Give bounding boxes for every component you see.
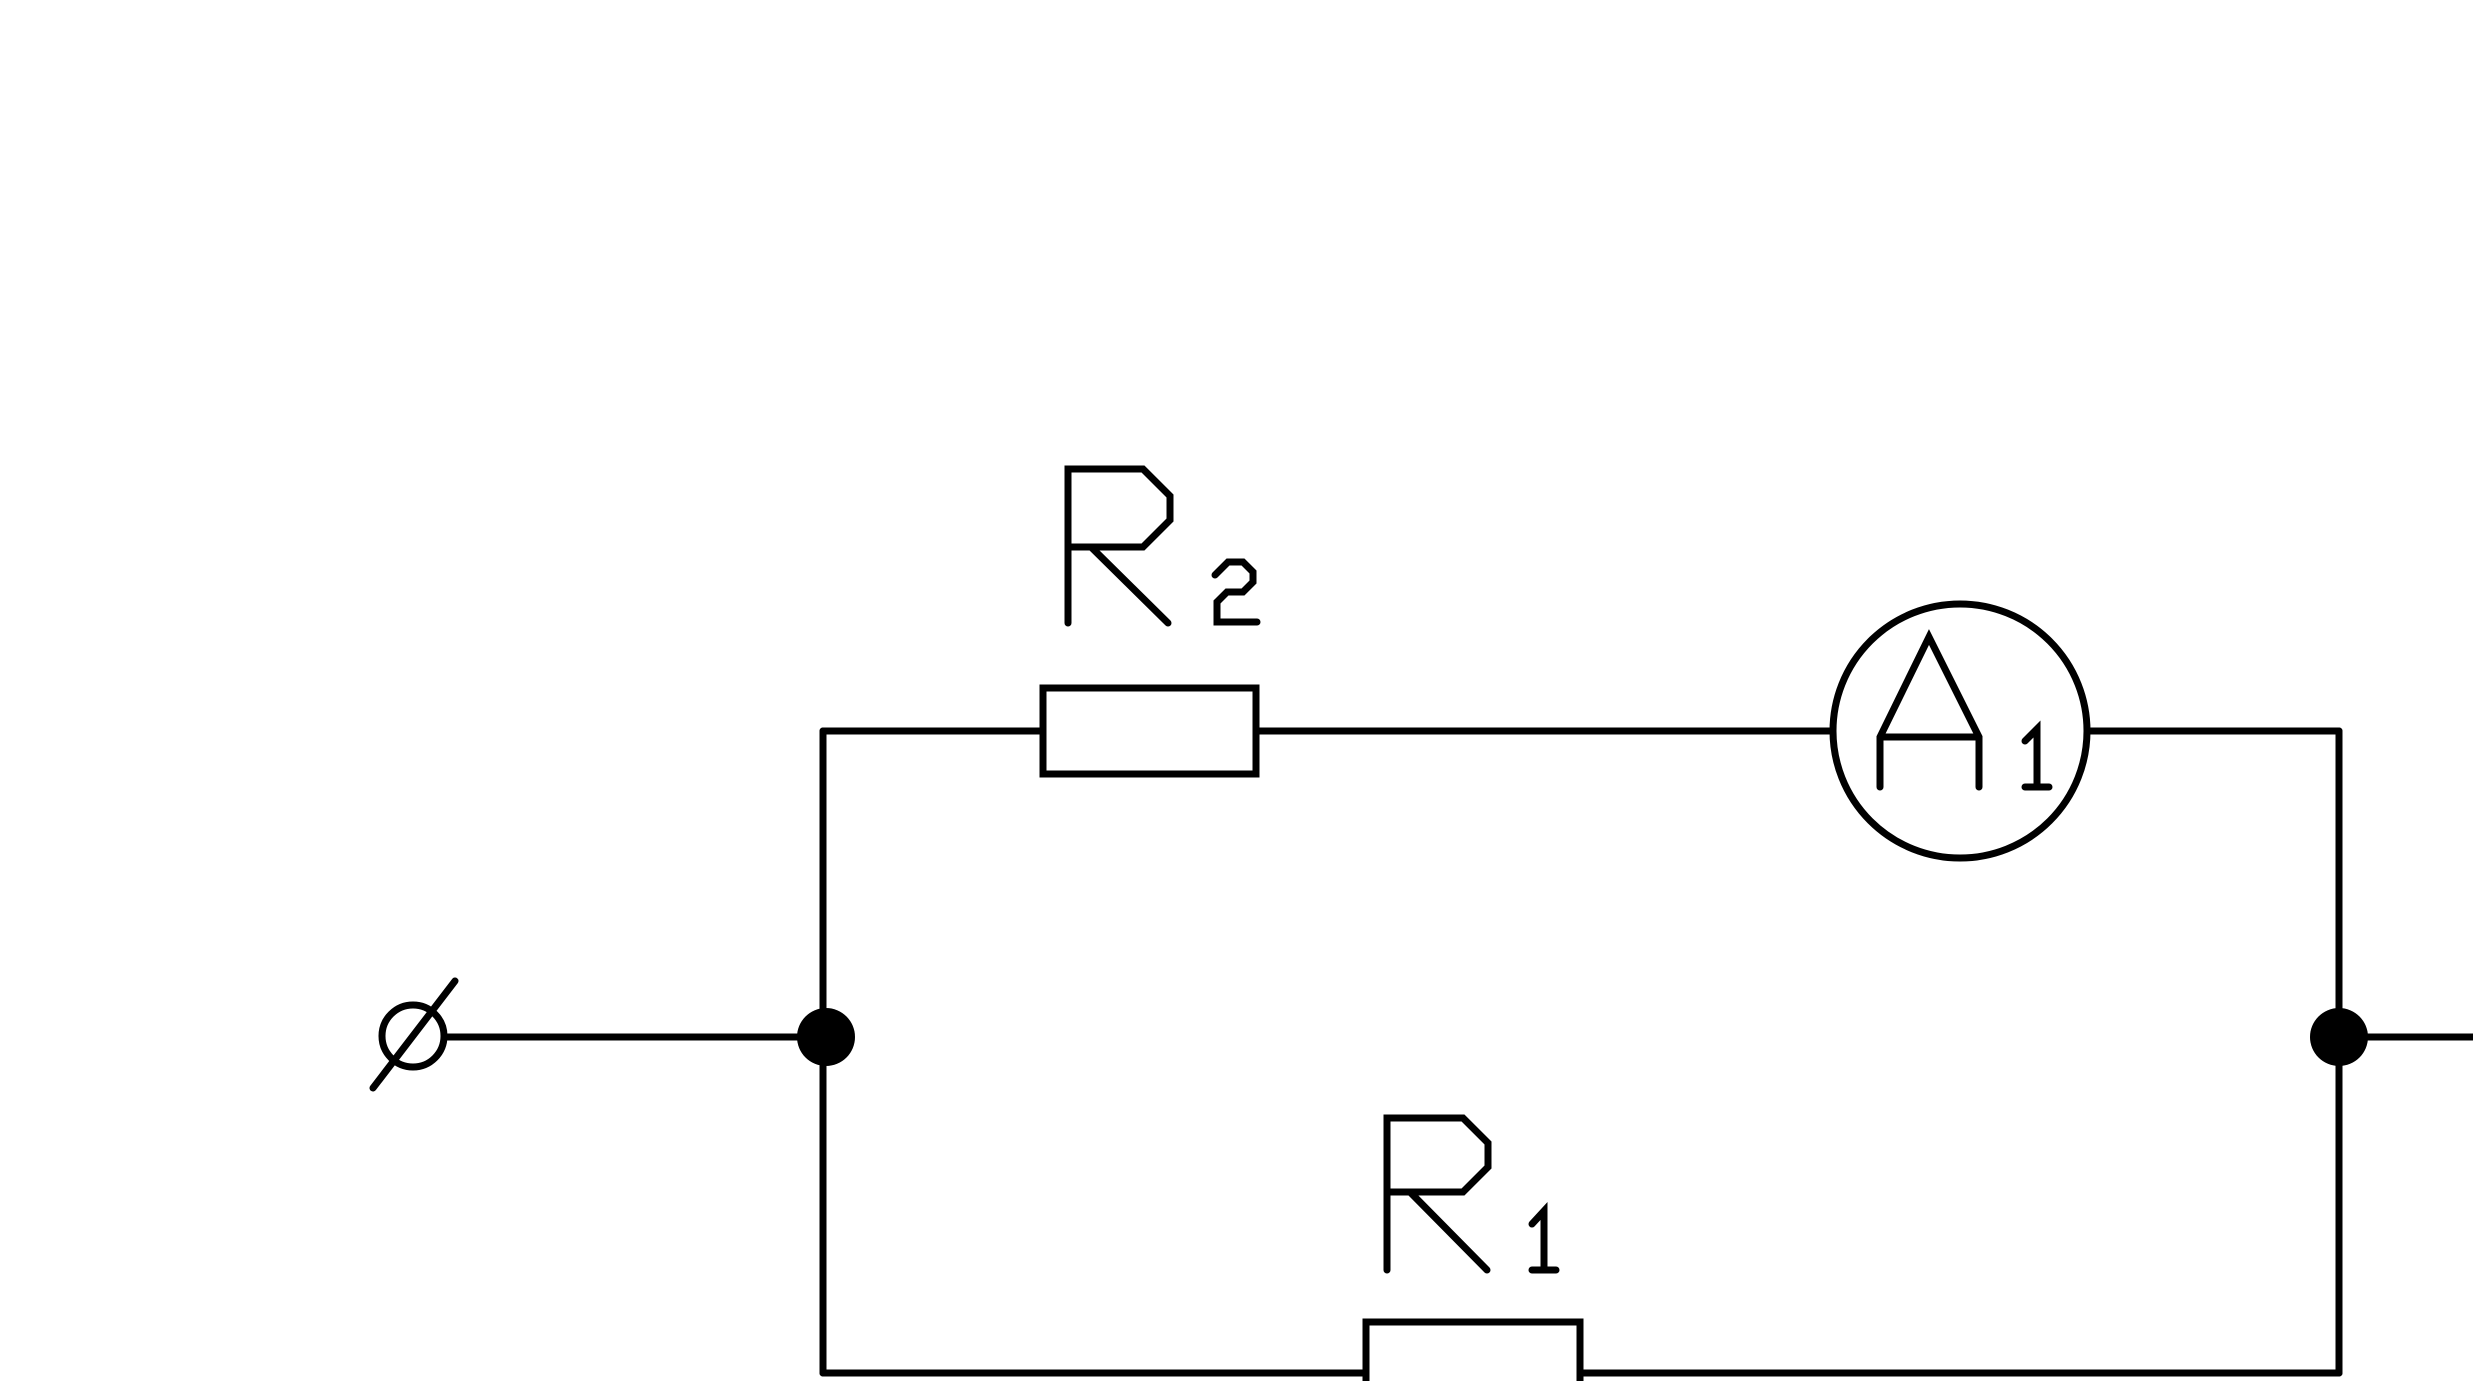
resistor-r2: R 2 (1039, 465, 1261, 778)
resistor-r2-body (1039, 684, 1260, 778)
resistor-r1-index-glyph (1528, 1202, 1560, 1274)
ammeter-a1-letter-glyph (1876, 629, 1983, 791)
ammeter-a1: A 1 (1829, 600, 2091, 862)
ammeter-a1-circle (1829, 600, 2091, 862)
wires (436, 727, 2473, 1377)
terminal-slash (369, 977, 459, 1092)
resistor-r1-body (1362, 1318, 1584, 1381)
junction-right (2310, 1008, 2368, 1066)
junction-left (797, 1008, 855, 1066)
resistor-r1: R 1 (1362, 1114, 1584, 1381)
input-terminal (369, 977, 459, 1092)
resistor-r2-index-glyph (1211, 558, 1261, 626)
resistor-r1-letter-glyph (1383, 1114, 1492, 1274)
resistor-r2-letter-glyph (1064, 465, 1174, 627)
ammeter-a1-index-glyph (2021, 720, 2053, 791)
